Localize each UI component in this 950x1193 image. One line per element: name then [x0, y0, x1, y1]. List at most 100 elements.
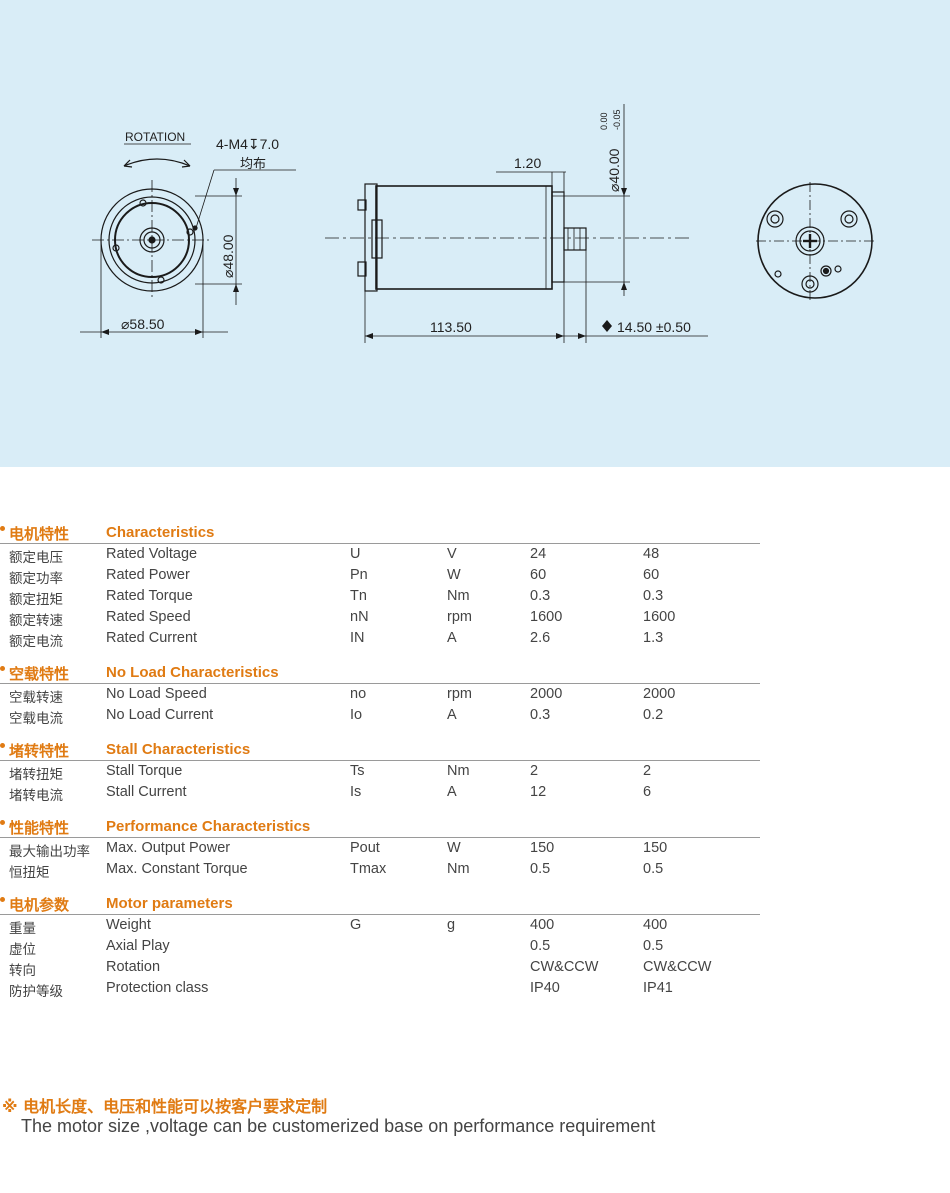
section-title-en: Characteristics [106, 524, 215, 541]
section-stall: 堵转特性 Stall Characteristics 堵转扭矩 Stall Tor… [0, 740, 760, 804]
section-title-cn: 空载特性 [9, 665, 70, 683]
param-name-en: Weight [106, 917, 151, 933]
value-column-1: 2.6 [530, 630, 551, 646]
param-name-cn: 重量 [9, 921, 36, 937]
param-symbol: Io [350, 707, 363, 723]
value-column-1: 2 [530, 763, 539, 779]
param-name-en: Rated Torque [106, 588, 193, 604]
param-unit: g [447, 917, 456, 933]
value-column-2: CW&CCW [643, 959, 712, 975]
value-column-2: 6 [643, 784, 652, 800]
shaft-diameter-label: ⌀40.00 [606, 148, 622, 192]
tolerance-upper-label: 0.00 [599, 112, 609, 130]
section-header: 电机特性 Characteristics [0, 523, 760, 544]
bullet-icon [0, 526, 5, 531]
param-symbol: Is [350, 784, 362, 800]
value-column-2: 0.5 [643, 861, 664, 877]
param-name-cn: 堵转扭矩 [9, 767, 63, 783]
shaft-length-label: 14.50 ±0.50 [617, 319, 691, 335]
pcd-diameter-label: ⌀48.00 [220, 234, 236, 278]
param-name-en: Rated Power [106, 567, 190, 583]
param-unit: rpm [447, 686, 472, 702]
value-column-1: IP40 [530, 980, 560, 996]
param-name-en: Rated Speed [106, 609, 191, 625]
param-name-en: Rotation [106, 959, 161, 975]
section-title-cn: 性能特性 [9, 819, 70, 837]
param-unit: Nm [447, 763, 470, 779]
value-column-2: IP41 [643, 980, 673, 996]
param-symbol: G [350, 917, 362, 933]
param-name-en: Stall Torque [106, 763, 183, 779]
param-symbol: Tmax [350, 861, 387, 877]
param-name-en: No Load Speed [106, 686, 207, 702]
param-name-en: Max. Constant Torque [106, 861, 248, 877]
param-name-cn: 转向 [9, 963, 36, 979]
value-column-2: 48 [643, 546, 660, 562]
value-column-1: 1600 [530, 609, 563, 625]
param-unit: A [447, 707, 457, 723]
value-column-1: 150 [530, 840, 555, 856]
value-column-1: 0.5 [530, 861, 551, 877]
param-name-cn: 恒扭矩 [9, 865, 50, 881]
table-row: 转向 Rotation CW&CCW CW&CCW [0, 957, 760, 979]
value-column-2: 1600 [643, 609, 676, 625]
param-name-cn: 空载转速 [9, 690, 63, 706]
section-title-en: Stall Characteristics [106, 741, 251, 758]
param-symbol: U [350, 546, 361, 562]
param-name-cn: 额定电流 [9, 634, 63, 650]
param-symbol: no [350, 686, 367, 702]
side-view [325, 104, 708, 343]
param-name-cn: 虚位 [9, 942, 36, 958]
bullet-icon [0, 897, 5, 902]
param-name-cn: 堵转电流 [9, 788, 63, 804]
param-symbol: IN [350, 630, 365, 646]
value-column-2: 60 [643, 567, 660, 583]
param-unit: Nm [447, 588, 470, 604]
param-name-en: Stall Current [106, 784, 187, 800]
length-dimension-label: 113.50 [430, 319, 472, 335]
section-header: 空载特性 No Load Characteristics [0, 663, 760, 684]
section-header: 电机参数 Motor parameters [0, 894, 760, 915]
motor-drawing: ROTATION 4-M4↧7.0 均布 ⌀58.50 ⌀48.00 1.20 … [80, 104, 875, 343]
note-text-cn: ※ 电机长度、电压和性能可以按客户要求定制 [2, 1097, 328, 1116]
param-unit: A [447, 784, 457, 800]
param-unit: W [447, 567, 461, 583]
value-column-1: 2000 [530, 686, 563, 702]
value-column-2: 0.3 [643, 588, 664, 604]
param-symbol: Ts [350, 763, 365, 779]
section-title-en: No Load Characteristics [106, 664, 279, 681]
param-name-en: Axial Play [106, 938, 170, 954]
section-header: 堵转特性 Stall Characteristics [0, 740, 760, 761]
param-symbol: nN [350, 609, 369, 625]
param-name-en: Rated Voltage [106, 546, 198, 562]
step-dimension-label: 1.20 [514, 155, 541, 171]
section-no-load: 空载特性 No Load Characteristics 空载转速 No Load… [0, 663, 760, 727]
section-header: 性能特性 Performance Characteristics [0, 817, 760, 838]
flange-diameter-label: ⌀58.50 [121, 316, 165, 332]
bullet-icon [0, 820, 5, 825]
param-unit: A [447, 630, 457, 646]
note-text-en: The motor size ,voltage can be customeri… [21, 1116, 656, 1136]
value-column-1: CW&CCW [530, 959, 599, 975]
value-column-1: 400 [530, 917, 555, 933]
param-name-cn: 防护等级 [9, 984, 63, 1000]
section-title-cn: 电机参数 [9, 896, 70, 914]
value-column-1: 12 [530, 784, 547, 800]
param-name-en: Rated Current [106, 630, 198, 646]
technical-drawing-panel: ROTATION 4-M4↧7.0 均布 ⌀58.50 ⌀48.00 1.20 … [0, 0, 950, 467]
value-column-1: 0.3 [530, 588, 551, 604]
value-column-1: 60 [530, 567, 547, 583]
rotation-label: ROTATION [125, 130, 185, 144]
